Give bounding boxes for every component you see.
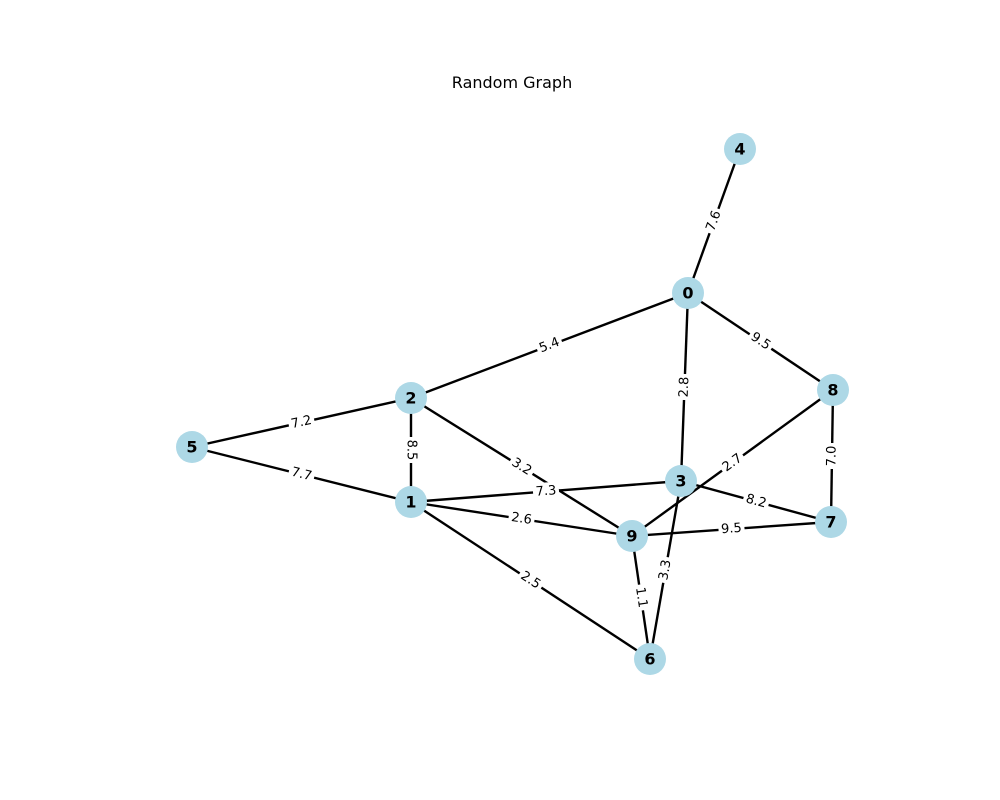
edge-weight-label: 7.7 xyxy=(290,465,314,485)
nodes-layer: 0 1 2 3 4 5 6 7 8 9 xyxy=(176,133,849,675)
edge-weight-label: 7.2 xyxy=(290,413,313,432)
node-label: 9 xyxy=(626,527,637,546)
edge-1-6: 2.5 xyxy=(410,500,651,661)
edge-weight-label: 7.3 xyxy=(535,483,557,500)
edge-label-background xyxy=(822,442,842,470)
node-4: 4 xyxy=(724,133,756,165)
node-circle xyxy=(634,643,666,675)
edge-weight-label: 8.5 xyxy=(404,440,419,461)
edge-label-background xyxy=(286,462,317,487)
node-6: 6 xyxy=(634,643,666,675)
edge-weight-label: 5.4 xyxy=(537,335,562,356)
edge-label-background xyxy=(717,519,746,539)
edge-3-6: 3.3 xyxy=(648,480,683,660)
edge-label-group: 7.7 xyxy=(286,462,317,487)
edge-2-9: 3.2 xyxy=(410,396,633,538)
edge-label-group: 5.4 xyxy=(534,332,565,359)
edge-label-group: 9.5 xyxy=(717,519,746,539)
edge-2-5: 7.2 xyxy=(191,396,412,449)
node-label: 0 xyxy=(682,284,693,303)
edge-weight-label: 8.2 xyxy=(744,492,768,512)
node-circle xyxy=(672,277,704,309)
node-circle xyxy=(616,520,648,552)
edges-layer: 7.6 5.4 9.5 2.8 7.2 8.5 3.2 7.7 7.32.6 2.5 2.7 7.0 8… xyxy=(191,148,842,661)
edge-9-7: 9.5 xyxy=(631,519,832,539)
edge-9-6: 1.1 xyxy=(630,535,652,660)
node-circle xyxy=(395,382,427,414)
node-1: 1 xyxy=(395,486,427,518)
node-circle xyxy=(665,465,697,497)
edge-label-group: 2.6 xyxy=(507,508,536,530)
edge-label-group: 2.5 xyxy=(514,565,547,596)
node-label: 1 xyxy=(405,493,416,512)
node-circle xyxy=(817,374,849,406)
edge-label-background xyxy=(654,555,677,585)
node-label: 4 xyxy=(734,140,745,159)
node-7: 7 xyxy=(815,506,847,538)
edge-label-background xyxy=(534,332,565,359)
node-circle xyxy=(395,486,427,518)
edge-label-group: 7.6 xyxy=(701,205,727,237)
edge-weight-label: 2.8 xyxy=(677,376,693,397)
edge-0-2: 5.4 xyxy=(410,291,689,400)
node-circle xyxy=(724,133,756,165)
edge-8-7: 7.0 xyxy=(822,389,842,523)
node-0: 0 xyxy=(672,277,704,309)
edge-weight-label: 1.1 xyxy=(632,586,650,609)
graph-title: Random Graph xyxy=(452,73,572,92)
edge-weight-label: 2.6 xyxy=(510,510,533,528)
edge-0-4: 7.6 xyxy=(686,148,742,294)
edge-label-group: 7.3 xyxy=(532,481,560,502)
node-circle xyxy=(176,431,208,463)
edge-1-9: 2.6 xyxy=(410,500,633,538)
edge-label-group: 8.2 xyxy=(741,489,771,514)
edge-label-background xyxy=(532,481,560,502)
edge-weight-label: 7.0 xyxy=(824,446,839,467)
edge-3-7: 8.2 xyxy=(680,479,832,524)
edge-label-background xyxy=(286,410,317,435)
node-8: 8 xyxy=(817,374,849,406)
edge-label-group: 3.2 xyxy=(505,452,538,482)
edge-label-background xyxy=(716,448,749,478)
node-label: 2 xyxy=(405,389,416,408)
edge-label-background xyxy=(744,326,777,357)
edge-label-background xyxy=(505,452,538,482)
edge-label-group: 9.5 xyxy=(744,326,777,357)
edge-label-background xyxy=(507,508,536,530)
edge-label-group: 1.1 xyxy=(630,583,652,612)
edge-label-group: 2.8 xyxy=(675,373,694,401)
edge-5-1: 7.7 xyxy=(191,445,412,504)
edge-label-group: 8.5 xyxy=(402,437,420,463)
edge-weight-label: 7.6 xyxy=(703,209,724,234)
edge-label-background xyxy=(701,205,727,237)
node-5: 5 xyxy=(176,431,208,463)
node-label: 3 xyxy=(675,472,686,491)
node-label: 5 xyxy=(186,438,197,457)
edge-2-1: 8.5 xyxy=(402,398,420,502)
edge-1-3: 7.3 xyxy=(410,479,682,504)
edge-0-3: 2.8 xyxy=(675,292,694,482)
node-label: 6 xyxy=(644,650,655,669)
edge-label-group: 7.2 xyxy=(286,410,317,435)
edge-weight-label: 9.5 xyxy=(721,521,743,537)
node-9: 9 xyxy=(616,520,648,552)
edge-label-group: 2.7 xyxy=(716,448,749,478)
node-circle xyxy=(815,506,847,538)
node-2: 2 xyxy=(395,382,427,414)
node-3: 3 xyxy=(665,465,697,497)
node-label: 8 xyxy=(827,381,838,400)
edge-label-group: 7.0 xyxy=(822,442,842,470)
edge-label-background xyxy=(675,373,694,401)
edge-label-background xyxy=(514,565,547,596)
edge-label-group: 3.3 xyxy=(654,555,677,585)
edge-label-background xyxy=(402,437,420,463)
node-label: 7 xyxy=(825,513,836,532)
edge-label-background xyxy=(630,583,652,612)
edge-0-8: 9.5 xyxy=(687,292,834,391)
edge-label-background xyxy=(741,489,771,514)
edge-weight-label: 3.3 xyxy=(656,559,674,582)
